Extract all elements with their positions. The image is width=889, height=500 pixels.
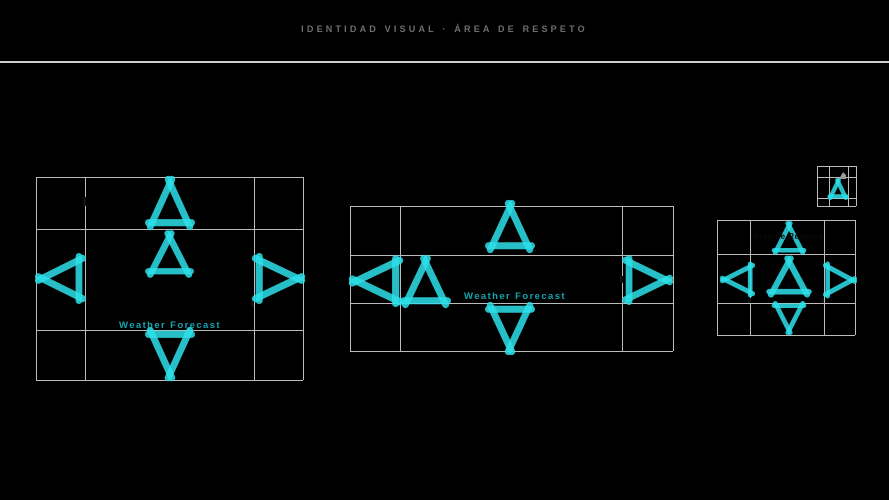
grid-line-vertical <box>856 166 857 206</box>
measure-tick <box>821 298 824 303</box>
grid-line-vertical <box>717 220 718 335</box>
clearspace-arrow-left-icon <box>719 261 756 298</box>
clearspace-arrow-right-icon <box>251 252 306 305</box>
grid-line-vertical <box>400 206 401 351</box>
grid-line-vertical <box>254 177 255 380</box>
grid-line-horizontal <box>350 255 673 256</box>
measure-tick <box>748 298 751 303</box>
grid-line-horizontal <box>817 177 856 178</box>
clearspace-arrow-right-icon <box>822 261 858 299</box>
grid-line-horizontal <box>717 254 855 255</box>
grid-line-vertical <box>824 220 825 335</box>
logo-triangle-icon <box>399 254 452 309</box>
grid-line-horizontal <box>36 330 303 331</box>
grid-line-horizontal <box>36 229 303 230</box>
clearspace-label: Área de Respeto <box>752 232 824 241</box>
grid-line-vertical <box>829 166 830 206</box>
grid-line-horizontal <box>717 220 855 221</box>
measure-tick <box>620 276 623 283</box>
clearspace-arrow-up-icon <box>485 199 535 254</box>
clearspace-arrow-up-icon <box>771 220 807 256</box>
measure-tick <box>83 197 86 206</box>
grid-line-horizontal <box>817 206 856 207</box>
grid-line-vertical <box>848 166 849 206</box>
clearspace-arrow-right-icon <box>621 255 674 305</box>
clearspace-arrow-left-icon <box>34 252 87 305</box>
logo-triangle-icon <box>827 177 849 201</box>
clearspace-arrow-up-icon <box>145 175 195 231</box>
grid-line-vertical <box>673 206 674 351</box>
grid-line-horizontal <box>717 335 855 336</box>
clearspace-arrow-down-icon <box>485 301 535 356</box>
measure-tick <box>251 301 254 307</box>
grid-line-vertical <box>817 166 818 206</box>
grid-line-horizontal <box>350 303 673 304</box>
page-title: IDENTIDAD VISUAL · ÁREA DE RESPETO <box>301 24 588 34</box>
annotation-mark-icon <box>838 166 846 179</box>
grid-line-vertical <box>85 177 86 380</box>
logo-triangle-icon <box>145 230 194 278</box>
grid-line-horizontal <box>817 166 856 167</box>
logo-wordmark: Weather Forecast <box>464 291 566 302</box>
header-divider <box>0 61 889 63</box>
clearspace-arrow-down-icon <box>771 300 807 336</box>
logo-wordmark: Weather Forecast <box>119 320 221 331</box>
logo-triangle-icon <box>766 255 812 298</box>
clearspace-arrow-left-icon <box>348 254 404 308</box>
clearspace-arrow-down-icon <box>145 326 195 382</box>
